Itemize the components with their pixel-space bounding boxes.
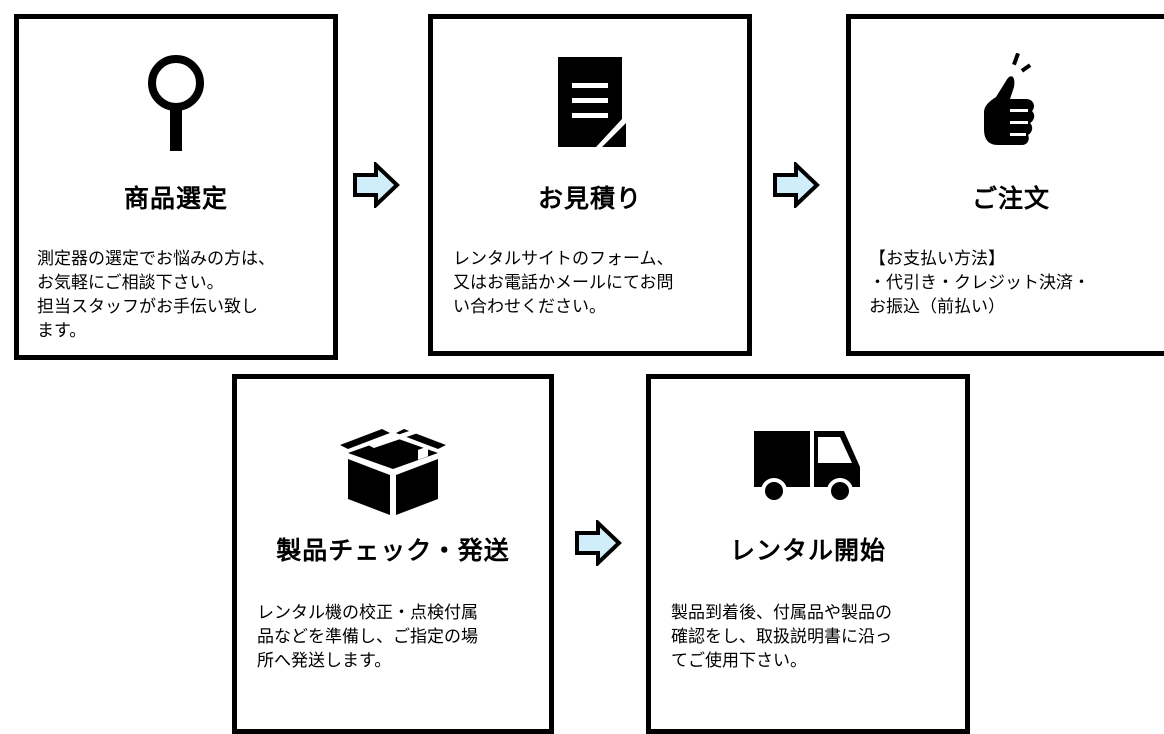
step-title: お見積り <box>537 184 642 213</box>
box-icon <box>237 427 549 517</box>
document-icon <box>433 53 747 153</box>
truck-icon <box>651 423 965 507</box>
step-card-rental-start: レンタル開始 製品到着後、付属品や製品の 確認をし、取扱説明書に沿っ てご使用下… <box>646 374 970 734</box>
step-description: 製品到着後、付属品や製品の 確認をし、取扱説明書に沿っ てご使用下さい。 <box>671 603 892 671</box>
step-title: 商品選定 <box>123 184 228 213</box>
arrow-right-icon <box>773 162 820 208</box>
step-card-product-check-shipping: 製品チェック・発送 レンタル機の校正・点検付属 品などを準備し、ご指定の場 所へ… <box>232 374 554 734</box>
step-description: レンタルサイトのフォーム、 又はお電話かメールにてお問 い合わせください。 <box>453 249 674 317</box>
magnifier-icon <box>19 53 333 153</box>
step-card-estimate: お見積り レンタルサイトのフォーム、 又はお電話かメールにてお問 い合わせくださ… <box>428 14 752 356</box>
arrow-right-icon <box>575 520 622 566</box>
step-card-product-selection: 商品選定 測定器の選定でお悩みの方は、 お気軽にご相談下さい。 担当スタッフがお… <box>14 14 338 360</box>
step-description: 測定器の選定でお悩みの方は、 お気軽にご相談下さい。 担当スタッフがお手伝い致し… <box>37 249 275 341</box>
arrow-right-icon <box>353 162 400 208</box>
step-title: レンタル開始 <box>729 536 886 565</box>
step-title: ご注文 <box>971 184 1050 213</box>
step-title: 製品チェック・発送 <box>276 536 510 565</box>
step-description: レンタル機の校正・点検付属 品などを準備し、ご指定の場 所へ発送します。 <box>257 603 478 671</box>
thumbs-up-icon <box>851 53 1164 153</box>
step-card-order: ご注文 【お支払い方法】 ・代引き・クレジット決済・ お振込（前払い） <box>846 14 1164 356</box>
step-description: 【お支払い方法】 ・代引き・クレジット決済・ お振込（前払い） <box>869 249 1090 317</box>
